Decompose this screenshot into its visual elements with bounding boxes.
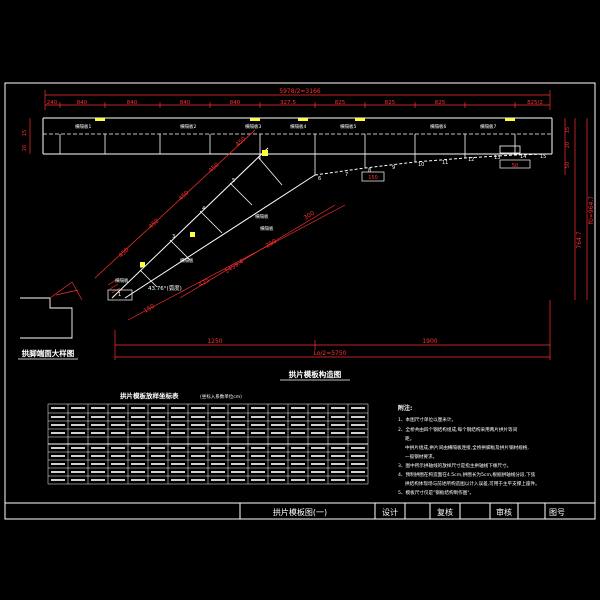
left-dim-0: 15 bbox=[22, 130, 28, 136]
top-dimension-lines bbox=[44, 90, 551, 110]
tag-0: 横隔板1 bbox=[75, 123, 91, 130]
design-label: 设计 bbox=[382, 507, 398, 517]
deck-beam bbox=[42, 117, 553, 175]
coordinate-table bbox=[47, 403, 369, 485]
node-15: 15 bbox=[540, 154, 546, 160]
tag-2: 横隔板3 bbox=[245, 123, 261, 130]
node-10: 10 bbox=[418, 162, 424, 168]
tag-7: 横隔板 bbox=[255, 213, 269, 220]
main-title: 拱片模板构造图 bbox=[289, 369, 342, 379]
right-dim-2: 50 bbox=[565, 162, 571, 168]
table-subtitle: (坐标入系数单位cm) bbox=[200, 393, 242, 400]
small-box-dim-0: 150 bbox=[368, 175, 378, 181]
top-total-dim: 5978/2=3166 bbox=[279, 88, 321, 95]
angle-label: 43.76°(弧度) bbox=[148, 284, 182, 292]
top-seg-8: 825 bbox=[435, 100, 446, 106]
node-8: 8 bbox=[368, 168, 371, 174]
outer-frame bbox=[4, 82, 596, 520]
side-dims: 15 20 15 20 50 764.7 f0=964.7 bbox=[22, 118, 595, 300]
node-14: 14 bbox=[520, 154, 526, 160]
node-12: 12 bbox=[468, 157, 474, 163]
table-cell-marks bbox=[51, 407, 365, 481]
tag-6: 横隔板7 bbox=[480, 123, 496, 130]
detail-box-1 bbox=[361, 171, 385, 182]
tag-3: 横隔板4 bbox=[290, 123, 306, 130]
tag-8: 横隔板 bbox=[260, 225, 274, 232]
tag-1: 横隔板2 bbox=[180, 123, 196, 130]
diag-small-dim-0: 150 bbox=[142, 303, 156, 315]
tag-5: 横隔板6 bbox=[430, 123, 446, 130]
top-seg-9: 825/2 bbox=[527, 100, 543, 106]
left-dim-1: 20 bbox=[22, 145, 28, 151]
sheet-label: 图号 bbox=[549, 508, 565, 517]
note-7: 拱结构体现场与前述所构造图以计入误差,可用于主平支撑上座件。 bbox=[405, 480, 540, 487]
right-tall-dim-0: 764.7 bbox=[576, 231, 583, 248]
diag-dim-0: 450 bbox=[117, 246, 130, 259]
notes: 附注: 1、本图尺寸单位以厘米计。 2、全桥共由四个钢结构组成,每个钢结构采用两… bbox=[398, 404, 540, 496]
top-seg-6: 825 bbox=[335, 100, 346, 106]
tag-4: 横隔板5 bbox=[340, 123, 356, 130]
node-3: 3 bbox=[172, 234, 175, 240]
review-label: 复核 bbox=[437, 507, 453, 517]
note-2: 距。 bbox=[405, 436, 414, 442]
title-block: 拱片模板图(一) 设计 复核 审核 图号 bbox=[5, 502, 595, 519]
arch-foot-detail bbox=[20, 281, 83, 339]
top-seg-0: 240 bbox=[47, 100, 58, 106]
yellow-markers bbox=[95, 118, 515, 267]
diag-lower-dim-0: 1459.4 bbox=[223, 258, 245, 275]
note-4: 一般钢材要求。 bbox=[405, 453, 437, 460]
diag-dims: 450 450 450 450 450 1459.4 425 250 150 3… bbox=[94, 129, 346, 321]
diag-small-dim-1: 300 bbox=[302, 210, 316, 222]
table-title: 拱片模板放样坐标表 bbox=[120, 391, 179, 400]
tag-9: 横隔板 bbox=[180, 257, 194, 264]
bottom-total-dim: Lo/2=5750 bbox=[313, 350, 346, 357]
right-dim-0: 15 bbox=[565, 127, 571, 133]
right-tall-dim-1: f0=964.7 bbox=[588, 196, 595, 224]
approve-label: 审核 bbox=[496, 507, 512, 517]
node-5: 5 bbox=[232, 178, 235, 184]
top-seg-7: 825 bbox=[385, 100, 396, 106]
diag-lower-dim-1: 425 bbox=[197, 277, 211, 289]
node-4: 4 bbox=[202, 206, 205, 212]
node-7: 7 bbox=[345, 172, 348, 178]
note-8: 5、模板尺寸仅是"钢板结构制作图"。 bbox=[398, 489, 474, 496]
notes-heading: 附注: bbox=[398, 404, 412, 412]
detail-box-2 bbox=[499, 159, 531, 169]
top-seg-1: 840 bbox=[77, 100, 88, 106]
top-seg-5: 327.5 bbox=[280, 100, 296, 106]
member-tags: 横隔板1 横隔板2 横隔板3 横隔板4 横隔板5 横隔板6 横隔板7 横隔板 横… bbox=[75, 123, 496, 284]
node-9: 9 bbox=[392, 165, 395, 171]
small-box-dim-1: 50 bbox=[512, 163, 518, 169]
diag-dim-4: 450 bbox=[234, 135, 247, 148]
right-dim-1: 20 bbox=[565, 142, 571, 148]
bottom-dim-1: 1900 bbox=[422, 338, 437, 345]
top-seg-2: 840 bbox=[127, 100, 138, 106]
node-11: 11 bbox=[442, 160, 448, 166]
node-1: 1 bbox=[118, 292, 121, 298]
note-5: 3、图中所示拱轴线的放样尺寸是指主拱轴线下缘尺寸。 bbox=[398, 462, 511, 469]
drawing-name: 拱片模板图(一) bbox=[273, 507, 327, 517]
tag-10: 横隔板 bbox=[115, 277, 129, 284]
note-6: 4、预制拱圈在构造面在4.5cm,拱圈长为5cm,根据拱轴线分段,下弦 bbox=[398, 471, 536, 478]
top-seg-4: 840 bbox=[230, 100, 241, 106]
note-0: 1、本图尺寸单位以厘米计。 bbox=[398, 416, 456, 423]
note-1: 2、全桥共由四个钢结构组成,每个钢结构采用两片拱片等间 bbox=[398, 426, 518, 433]
node-13: 13 bbox=[494, 155, 500, 161]
arch-structure bbox=[107, 147, 549, 301]
top-segment-dims: 240 840 840 840 840 327.5 825 825 825 82… bbox=[47, 100, 543, 106]
node-numbers: 1 2 3 4 5 6 7 8 9 10 11 12 13 14 15 bbox=[118, 154, 546, 298]
detail-title: 拱脚端面大样图 bbox=[22, 348, 75, 358]
note-3: 中拱片组成,拱片间由横隔板连接,全桥拱脚板及拱片钢材规格, bbox=[405, 444, 529, 451]
diag-lower-dim-2: 250 bbox=[264, 238, 278, 250]
node-6: 6 bbox=[318, 176, 321, 182]
top-seg-3: 840 bbox=[180, 100, 191, 106]
bottom-dim-0: 1250 bbox=[207, 338, 222, 345]
bottom-dims: 1250 1900 Lo/2=5750 bbox=[114, 300, 551, 360]
